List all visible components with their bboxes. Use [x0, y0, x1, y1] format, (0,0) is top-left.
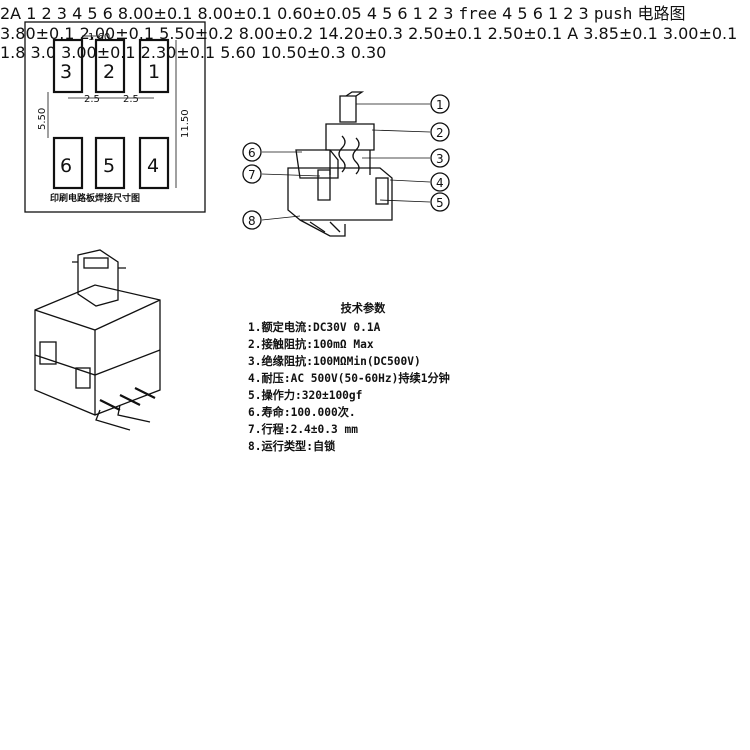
pin-num: 2 — [427, 4, 439, 23]
pin-num: 4 — [366, 4, 377, 23]
callout-8: 8 — [248, 214, 256, 228]
pcb-frame — [24, 21, 206, 213]
pad-label: 1 — [148, 61, 160, 83]
dim-side-left-a: 3.0 — [30, 43, 56, 62]
dim-side-bottom: 10.50±0.3 — [260, 43, 346, 62]
pad-6 — [52, 136, 84, 190]
top-pin-label: 4 — [72, 4, 83, 23]
callout-5: 5 — [436, 196, 444, 210]
top-pin-label: 3 — [56, 4, 67, 23]
pad-label: 3 — [60, 61, 72, 83]
dim-side-small: 1.8 — [0, 43, 26, 62]
spec-item: 7.行程:2.4±0.3 mm — [248, 423, 358, 436]
top-pin-label: 5 — [87, 4, 98, 23]
dim-pitch: 1.60 — [88, 32, 110, 43]
side-mark: A — [567, 24, 579, 43]
dim-top-horizontal: 8.00±0.1 — [197, 4, 272, 23]
dim-side-mid: 3.00±0.1 — [662, 24, 738, 43]
free-label: free — [458, 4, 498, 23]
pad-2 — [94, 38, 126, 94]
callout-7: 7 — [248, 168, 256, 182]
pcb-layout-panel: 3 2 1 6 5 4 1.60 2.5 2.5 5.50 11.50 印刷电路… — [24, 21, 206, 213]
dim-side-top: 3.85±0.1 — [583, 24, 658, 43]
spec-item: 5.操作力:320±100gf — [248, 389, 363, 402]
dim-side-inner: 5.60 — [220, 43, 256, 62]
callout-1: 1 — [436, 98, 444, 112]
pad-label: 6 — [60, 155, 72, 177]
dim-row-gap: 5.50 — [37, 108, 48, 130]
pad-label: 5 — [103, 155, 115, 177]
top-view-body: 2A 1 2 3 4 5 6 8.00±0.1 8.00±0.1 0.60±0.… — [0, 4, 367, 23]
top-pin-label: 6 — [102, 4, 113, 23]
pin-num: 6 — [397, 4, 408, 23]
dim-side-left-b: 3.00±0.1 — [61, 43, 136, 62]
specs-block: 技术参数 1.额定电流:DC30V 0.1A 2.接触阻抗:100mΩ Max … — [248, 300, 498, 455]
spec-item: 3.绝缘阻抗:100MΩMin(DC500V) — [248, 355, 421, 368]
dim-front-top: 3.80±0.1 — [0, 24, 75, 43]
pin-num: 5 — [382, 4, 393, 23]
pad-5 — [94, 136, 126, 190]
spec-item: 1.额定电流:DC30V 0.1A — [248, 321, 381, 334]
pad-3 — [52, 38, 84, 94]
callout-6: 6 — [248, 146, 256, 160]
pin-num: 3 — [578, 4, 589, 23]
dim-side-pin-h: 0.30 — [350, 43, 387, 62]
pad-1 — [138, 38, 170, 94]
callout-2: 2 — [436, 126, 444, 140]
dim-total: 14.20±0.3 — [318, 24, 403, 43]
pad-label: 2 — [103, 61, 115, 83]
pcb-caption: 印刷电路板焊接尺寸图 — [50, 192, 140, 204]
spec-item: 6.寿命:100.000次. — [248, 406, 356, 419]
dim-pin-right: 2.50±0.1 — [487, 24, 563, 43]
dim-spacing-right: 2.5 — [123, 94, 139, 105]
pin-num: 6 — [532, 4, 543, 23]
top-view: 2A 1 2 3 4 5 6 8.00±0.1 8.00±0.1 0.60±0.… — [0, 4, 367, 23]
exploded-view: 1 2 3 4 5 6 7 8 — [242, 91, 450, 237]
spec-item: 4.耐压:AC 500V(50-60Hz)持续1分钟 — [248, 372, 450, 385]
dim-top-vertical: 8.00±0.1 — [117, 4, 193, 23]
dim-spacing-left: 2.5 — [84, 94, 100, 105]
callout-3: 3 — [436, 152, 444, 166]
switch-3d-view — [34, 249, 161, 431]
side-view: A 3.85±0.1 3.00±0.1 1.8 3.0 3.00±0.1 2.3… — [0, 24, 737, 62]
pin-num: 1 — [412, 4, 423, 23]
dim-actuator: 5.50±0.2 — [159, 24, 234, 43]
top-pin-label: 2 — [41, 4, 52, 23]
pin-num: 4 — [502, 4, 513, 23]
spec-item: 8.运行类型:自锁 — [248, 440, 336, 453]
specs-title: 技术参数 — [340, 302, 386, 315]
spec-item: 2.接触阻抗:100mΩ Max — [248, 338, 374, 351]
pin-num: 3 — [443, 4, 454, 23]
callout-4: 4 — [436, 176, 444, 190]
pin-num: 2 — [563, 4, 574, 23]
circuit-caption: 电路图 — [637, 4, 686, 23]
pin-num: 1 — [547, 4, 559, 23]
circuit-free: 4 5 6 1 2 3 free — [367, 4, 502, 23]
dim-front-right: 2.00±0.1 — [79, 24, 155, 43]
pad-4 — [138, 136, 170, 190]
dim-top-pin: 0.60±0.05 — [277, 4, 362, 23]
front-view: 3.80±0.1 2.00±0.1 5.50±0.2 8.00±0.2 14.2… — [0, 24, 567, 43]
dim-pin-left: 2.50±0.1 — [408, 24, 483, 43]
circuit-push: 4 5 6 1 2 3 push — [502, 4, 637, 23]
pin-num: 5 — [517, 4, 528, 23]
dim-body: 8.00±0.2 — [238, 24, 314, 43]
dim-height: 11.50 — [180, 109, 191, 138]
dim-side-right: 2.30±0.1 — [140, 43, 216, 62]
top-pin-label: 1 — [26, 4, 37, 23]
push-label: push — [593, 4, 633, 23]
pad-label: 4 — [147, 155, 159, 177]
top-view-badge: 2A — [0, 4, 22, 23]
